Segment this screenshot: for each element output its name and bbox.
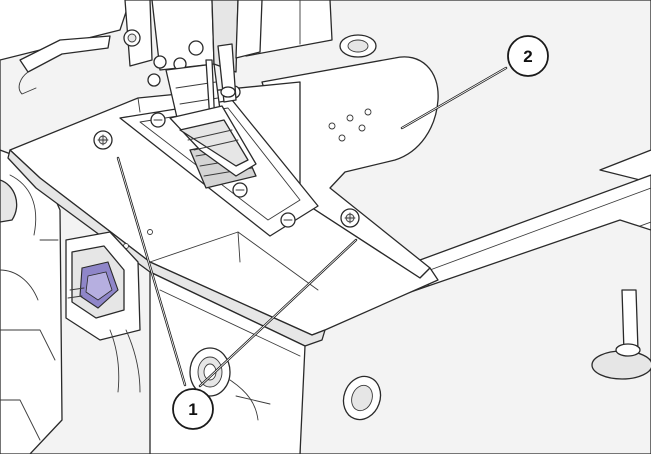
callout-1: 1 xyxy=(172,388,214,430)
leader-lines xyxy=(116,66,508,388)
presser-foot-assembly xyxy=(123,0,263,177)
bobbin-area xyxy=(65,231,141,393)
left-machine-body xyxy=(0,149,63,454)
callout-1-label: 1 xyxy=(188,400,197,419)
screw-right xyxy=(340,208,360,228)
screw-left xyxy=(93,130,113,150)
main-cover-plate xyxy=(7,81,439,347)
callout-2-label: 2 xyxy=(523,47,532,66)
callout-2: 2 xyxy=(507,35,549,77)
right-plate xyxy=(261,56,439,279)
